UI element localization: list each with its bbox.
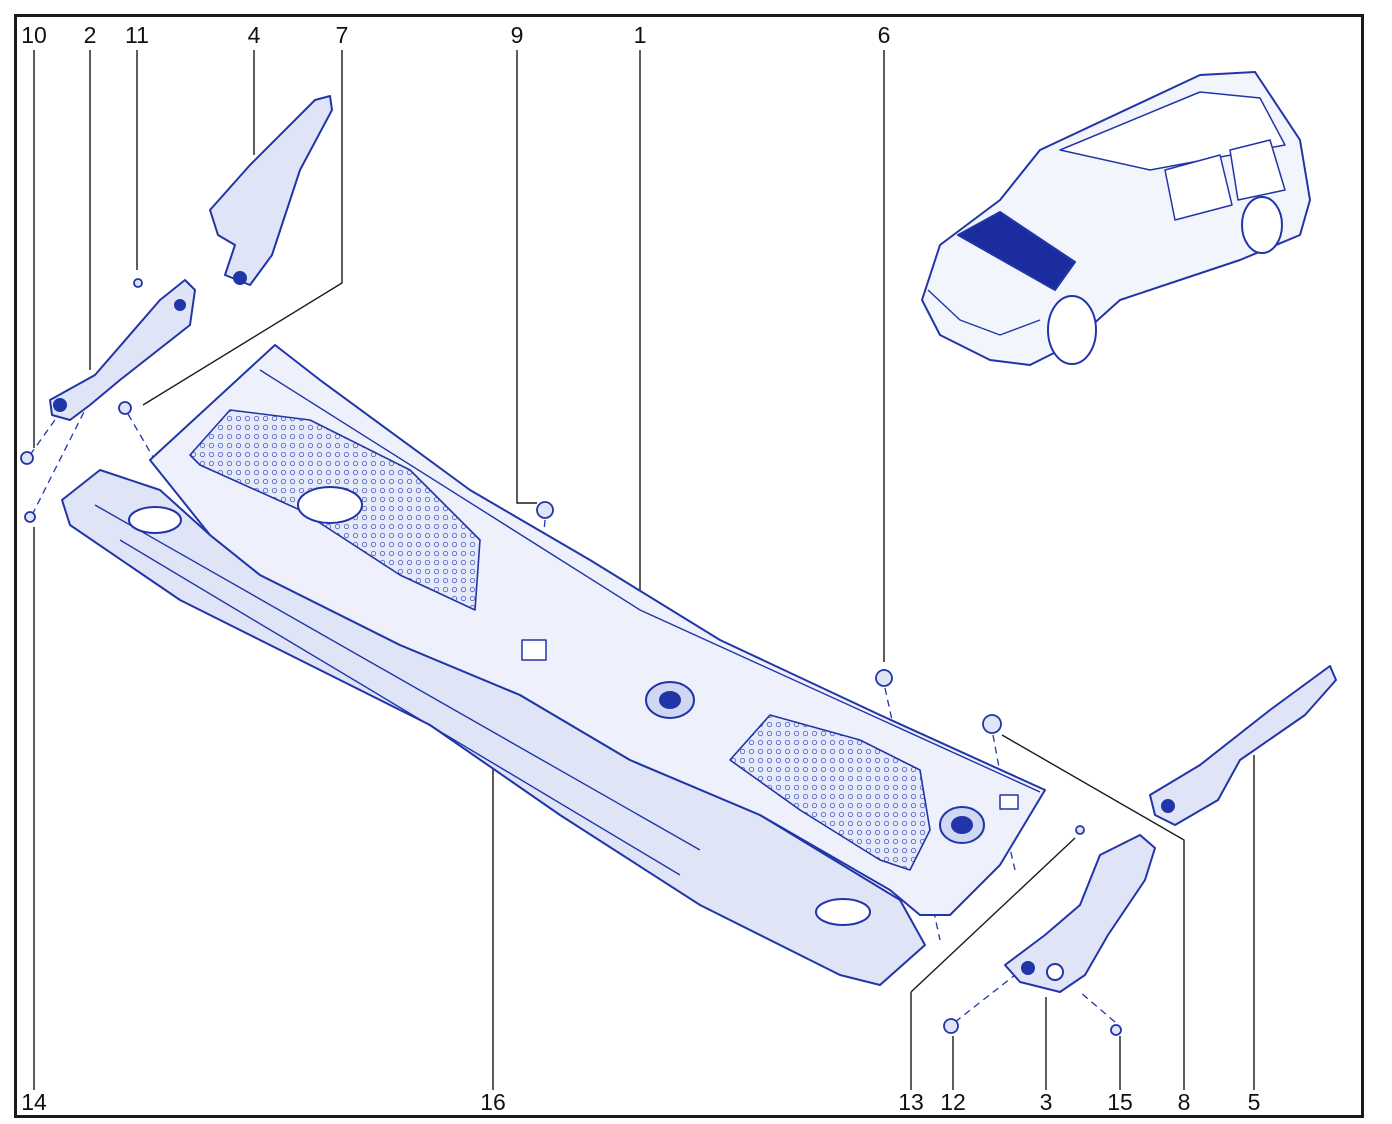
part-4-left-cover — [209, 95, 333, 286]
callout-number: 10 — [21, 22, 47, 48]
callout-number: 15 — [1107, 1089, 1133, 1115]
callout-number: 7 — [335, 22, 349, 48]
callout-number: 6 — [877, 22, 891, 48]
callout-number: 16 — [480, 1089, 506, 1115]
callout-number: 12 — [940, 1089, 966, 1115]
callout-number: 8 — [1177, 1089, 1191, 1115]
fasteners — [20, 278, 1122, 1036]
part-1-scuttle-panel — [149, 344, 1046, 916]
callout-number: 3 — [1039, 1089, 1053, 1115]
callout-number: 14 — [21, 1089, 47, 1115]
callout-number: 13 — [898, 1089, 924, 1115]
callout-number: 5 — [1247, 1089, 1261, 1115]
callout-number: 11 — [125, 22, 149, 48]
part-2-left-bracket — [49, 279, 196, 421]
vehicle-locator-illustration — [921, 71, 1311, 366]
leader-lines — [33, 50, 1255, 1090]
part-5-right-cover — [1149, 665, 1337, 826]
callout-number: 1 — [633, 22, 647, 48]
callout-number: 9 — [510, 22, 524, 48]
callout-number: 2 — [83, 22, 97, 48]
part-3-right-bracket — [1004, 834, 1156, 993]
callout-number: 4 — [247, 22, 261, 48]
